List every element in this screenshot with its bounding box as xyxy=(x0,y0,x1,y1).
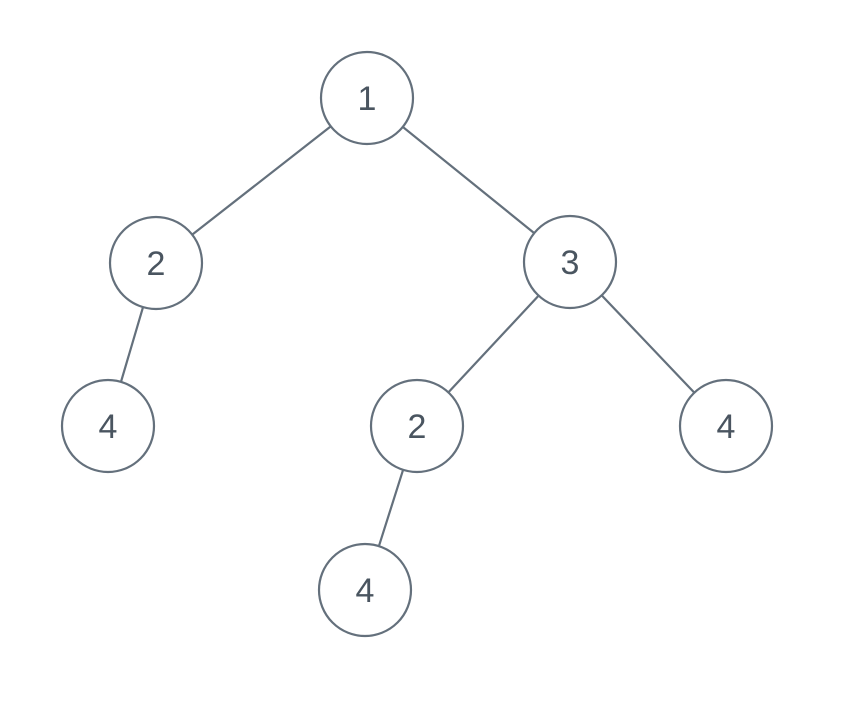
node-label: 4 xyxy=(99,408,118,446)
tree-edge xyxy=(600,294,696,394)
node-label: 3 xyxy=(561,244,580,282)
tree-node[interactable]: 1 xyxy=(319,50,415,146)
tree-node[interactable]: 4 xyxy=(60,378,156,474)
tree-edge xyxy=(119,306,145,383)
node-circle xyxy=(522,214,618,310)
nodes-layer: 1 2 3 4 2 4 4 xyxy=(60,50,774,638)
node-label: 4 xyxy=(717,408,736,446)
tree-edge xyxy=(377,468,405,548)
tree-edge xyxy=(447,294,540,394)
tree-node[interactable]: 4 xyxy=(678,378,774,474)
node-label: 4 xyxy=(356,572,375,610)
tree-edge xyxy=(401,125,536,235)
node-circle xyxy=(678,378,774,474)
node-circle xyxy=(60,378,156,474)
node-label: 2 xyxy=(147,245,166,283)
tree-node[interactable]: 3 xyxy=(522,214,618,310)
tree-node[interactable]: 4 xyxy=(317,542,413,638)
node-circle xyxy=(108,215,204,311)
tree-edge xyxy=(191,125,332,236)
node-circle xyxy=(319,50,415,146)
node-circle xyxy=(369,378,465,474)
node-label: 1 xyxy=(358,80,377,118)
node-label: 2 xyxy=(408,408,427,446)
node-circle xyxy=(317,542,413,638)
tree-node[interactable]: 2 xyxy=(108,215,204,311)
edges-layer xyxy=(119,125,696,548)
tree-node[interactable]: 2 xyxy=(369,378,465,474)
